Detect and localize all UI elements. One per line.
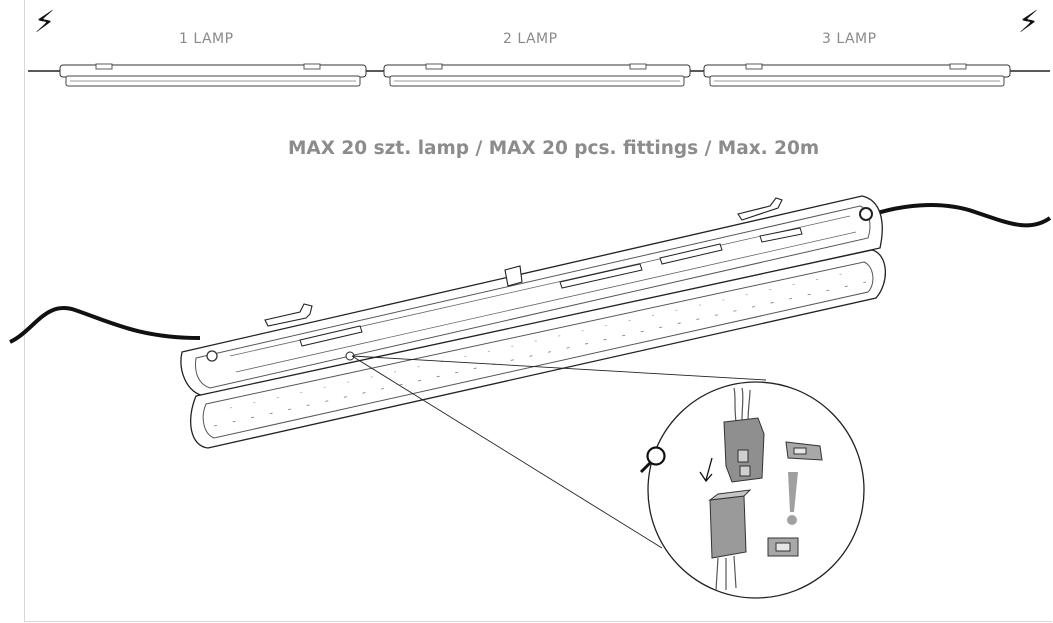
lamp-label-3: 3 LAMP [822, 31, 877, 47]
socket-wires [715, 555, 737, 591]
zoom-detail-circle [647, 381, 865, 599]
warning-exclamation-icon [787, 472, 798, 525]
connector-plug [723, 417, 765, 483]
fixture-clips [264, 197, 783, 327]
power-right-icon: ⚡ [1018, 5, 1040, 40]
insert-arrow-icon [699, 457, 713, 483]
cable-left [9, 306, 201, 344]
power-left-icon: ⚡ [34, 5, 56, 40]
zoom-line-top [351, 355, 767, 381]
lamp-label-2: 2 LAMP [503, 31, 558, 47]
clip-part-top [785, 441, 823, 461]
lamp-fixture-3 [703, 63, 1011, 87]
cable-right [867, 203, 1052, 228]
lamp-label-1: 1 LAMP [179, 31, 234, 47]
connector-wires [733, 387, 751, 423]
fixture-tray [190, 249, 887, 449]
clip-part-bottom [767, 537, 799, 557]
max-fittings-caption: MAX 20 szt. lamp / MAX 20 pcs. fittings … [288, 138, 820, 159]
magnifier-icon [639, 446, 666, 474]
zoom-line-bottom [351, 355, 663, 549]
connector-socket [708, 489, 752, 559]
lamp-fixture-2 [383, 63, 691, 87]
diagram-frame [24, 0, 1052, 622]
lamp-fixture-1 [59, 63, 367, 87]
fixture-housing [180, 195, 883, 397]
